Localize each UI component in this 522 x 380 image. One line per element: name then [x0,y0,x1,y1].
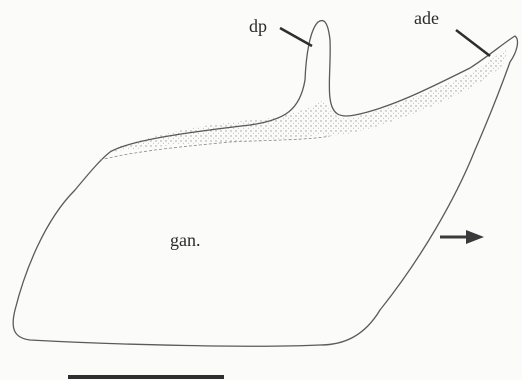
label-ade: ade [414,8,439,28]
label-dp: dp [249,16,267,36]
direction-arrow-icon [440,230,484,244]
dp-leader [280,28,312,46]
scale-outline [13,21,517,347]
label-gan: gan. [170,230,201,250]
ade-leader [456,30,490,56]
